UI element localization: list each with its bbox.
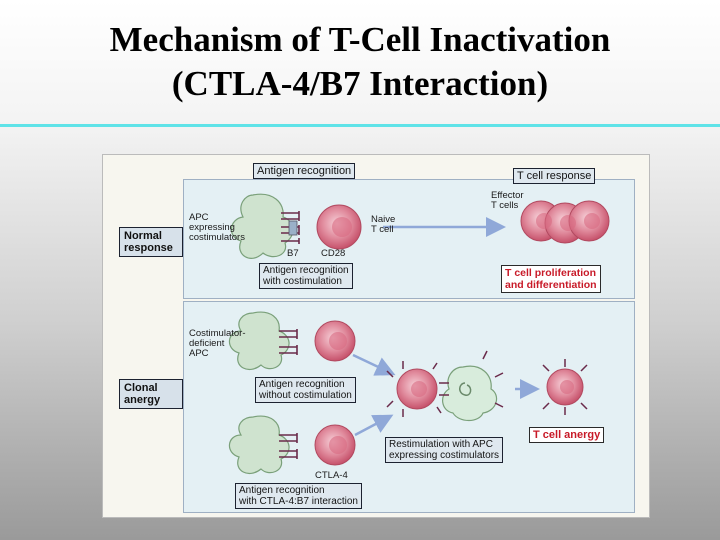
effector-t-cells bbox=[520, 200, 610, 244]
arrow-anergy-1 bbox=[352, 353, 396, 376]
t-cell-anergy-box: T cell anergy bbox=[529, 427, 605, 443]
diagram-artwork bbox=[228, 193, 610, 474]
receptor-costim-normal bbox=[288, 220, 298, 236]
normal-response-label: Normal response bbox=[119, 227, 183, 257]
apc-expressing-label: APC expressing costimulators bbox=[189, 212, 245, 243]
restimulation-box: Restimulation with APC expressing costim… bbox=[385, 437, 504, 463]
recognition-ctla4-box: Antigen recognition with CTLA-4:B7 inter… bbox=[235, 483, 362, 509]
clonal-anergy-label: Clonal anergy bbox=[119, 379, 183, 409]
title-divider bbox=[0, 124, 720, 127]
slide-title: Mechanism of T-Cell Inactivation (CTLA-4… bbox=[0, 18, 720, 106]
antigen-recognition-header: Antigen recognition bbox=[253, 163, 356, 179]
recognition-with-costim-box: Antigen recognition with costimulation bbox=[259, 263, 353, 289]
t-cell-response-header: T cell response bbox=[513, 168, 596, 184]
title-line-2: (CTLA-4/B7 Interaction) bbox=[171, 64, 549, 103]
apc-normal bbox=[230, 193, 294, 259]
costim-deficient-label: Costimulator- deficient APC bbox=[189, 328, 246, 359]
apc-ctla4 bbox=[228, 415, 290, 474]
ctla4-label: CTLA-4 bbox=[315, 470, 348, 481]
title-line-1: Mechanism of T-Cell Inactivation bbox=[109, 20, 611, 59]
cd28-label: CD28 bbox=[321, 248, 346, 259]
arrow-anergy-3 bbox=[354, 414, 394, 437]
recognition-without-costim-box: Antigen recognition without costimulatio… bbox=[255, 377, 356, 403]
naive-t-cell-label: Naive T cell bbox=[371, 214, 396, 235]
b7-label: B7 bbox=[287, 248, 299, 259]
diagram-figure: Normal response Clonal anergy Antigen re… bbox=[102, 154, 650, 518]
proliferation-box: T cell proliferation and differentiation bbox=[501, 265, 601, 293]
effector-t-cells-label: Effector T cells bbox=[491, 190, 524, 211]
